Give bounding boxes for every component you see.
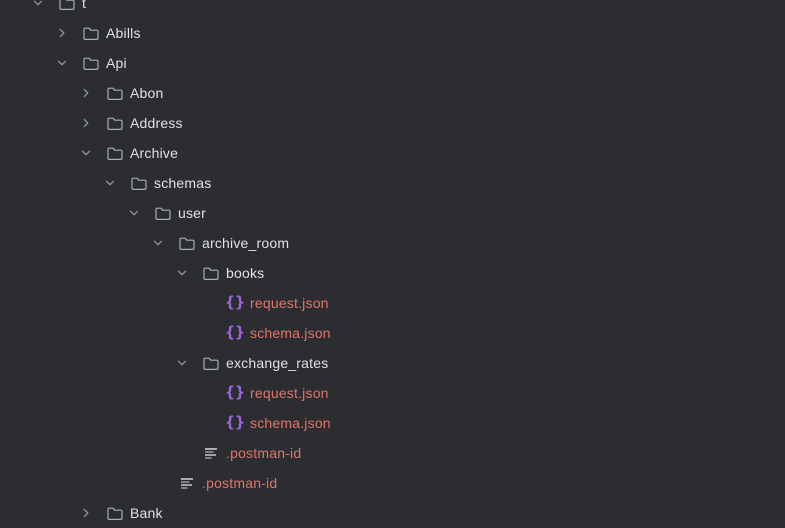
- tree-item-label: archive_room: [202, 235, 290, 251]
- tree-item-request-json[interactable]: {} request.json: [0, 288, 785, 318]
- folder-icon: [107, 145, 123, 161]
- tree-item-label: schema.json: [250, 325, 331, 341]
- folder-icon: [107, 115, 123, 131]
- folder-icon: [107, 505, 123, 521]
- tree-item-books[interactable]: books: [0, 258, 785, 288]
- chevron-right-icon[interactable]: [74, 507, 98, 519]
- tree-item-label: request.json: [250, 295, 329, 311]
- tree-item-label: Abills: [106, 25, 141, 41]
- tree-item-label: .postman-id: [226, 445, 302, 461]
- tree-item-address[interactable]: Address: [0, 108, 785, 138]
- chevron-down-icon[interactable]: [170, 267, 194, 279]
- tree-item-label: .postman-id: [202, 475, 278, 491]
- tree-item-label: Archive: [130, 145, 179, 161]
- tree-item-archive-room[interactable]: archive_room: [0, 228, 785, 258]
- text-file-icon: [179, 475, 195, 491]
- tree-item-label: schema.json: [250, 415, 331, 431]
- folder-icon: [203, 265, 219, 281]
- tree-item-postman-id[interactable]: .postman-id: [0, 468, 785, 498]
- tree-item-postman-id[interactable]: .postman-id: [0, 438, 785, 468]
- json-file-icon: {}: [225, 384, 245, 402]
- tree-item-label: request.json: [250, 385, 329, 401]
- tree-item-label: books: [226, 265, 265, 281]
- tree-item-label: exchange_rates: [226, 355, 329, 371]
- folder-icon: [83, 25, 99, 41]
- chevron-down-icon[interactable]: [170, 357, 194, 369]
- folder-icon: [155, 205, 171, 221]
- text-file-icon: [203, 445, 219, 461]
- tree-item-label: schemas: [154, 175, 212, 191]
- json-file-icon: {}: [225, 294, 245, 312]
- chevron-down-icon[interactable]: [98, 177, 122, 189]
- tree-item-abills[interactable]: Abills: [0, 18, 785, 48]
- folder-icon: [131, 175, 147, 191]
- tree-item-abon[interactable]: Abon: [0, 78, 785, 108]
- chevron-down-icon[interactable]: [146, 237, 170, 249]
- tree-item-label: Api: [106, 55, 127, 71]
- tree-item-label: Address: [130, 115, 183, 131]
- folder-icon: [203, 355, 219, 371]
- chevron-right-icon[interactable]: [74, 117, 98, 129]
- tree-item-user[interactable]: user: [0, 198, 785, 228]
- tree-item-api[interactable]: Api: [0, 48, 785, 78]
- tree-item-archive[interactable]: Archive: [0, 138, 785, 168]
- chevron-down-icon[interactable]: [26, 0, 50, 9]
- tree-item-request-json[interactable]: {} request.json: [0, 378, 785, 408]
- tree-item-schema-json[interactable]: {} schema.json: [0, 408, 785, 438]
- tree-item-label: t: [82, 0, 87, 11]
- folder-icon: [107, 85, 123, 101]
- tree-item-bank[interactable]: Bank: [0, 498, 785, 528]
- tree-item-label: Bank: [130, 505, 163, 521]
- folder-icon: [179, 235, 195, 251]
- tree-item-schema-json[interactable]: {} schema.json: [0, 318, 785, 348]
- tree-item-t[interactable]: t: [0, 0, 785, 18]
- chevron-down-icon[interactable]: [74, 147, 98, 159]
- tree-item-label: user: [178, 205, 207, 221]
- tree-item-label: Abon: [130, 85, 164, 101]
- json-file-icon: {}: [225, 414, 245, 432]
- chevron-down-icon[interactable]: [50, 57, 74, 69]
- tree-item-schemas[interactable]: schemas: [0, 168, 785, 198]
- tree-item-exchange-rates[interactable]: exchange_rates: [0, 348, 785, 378]
- chevron-right-icon[interactable]: [74, 87, 98, 99]
- chevron-down-icon[interactable]: [122, 207, 146, 219]
- folder-icon: [83, 55, 99, 71]
- chevron-right-icon[interactable]: [50, 27, 74, 39]
- json-file-icon: {}: [225, 324, 245, 342]
- folder-icon: [59, 0, 75, 11]
